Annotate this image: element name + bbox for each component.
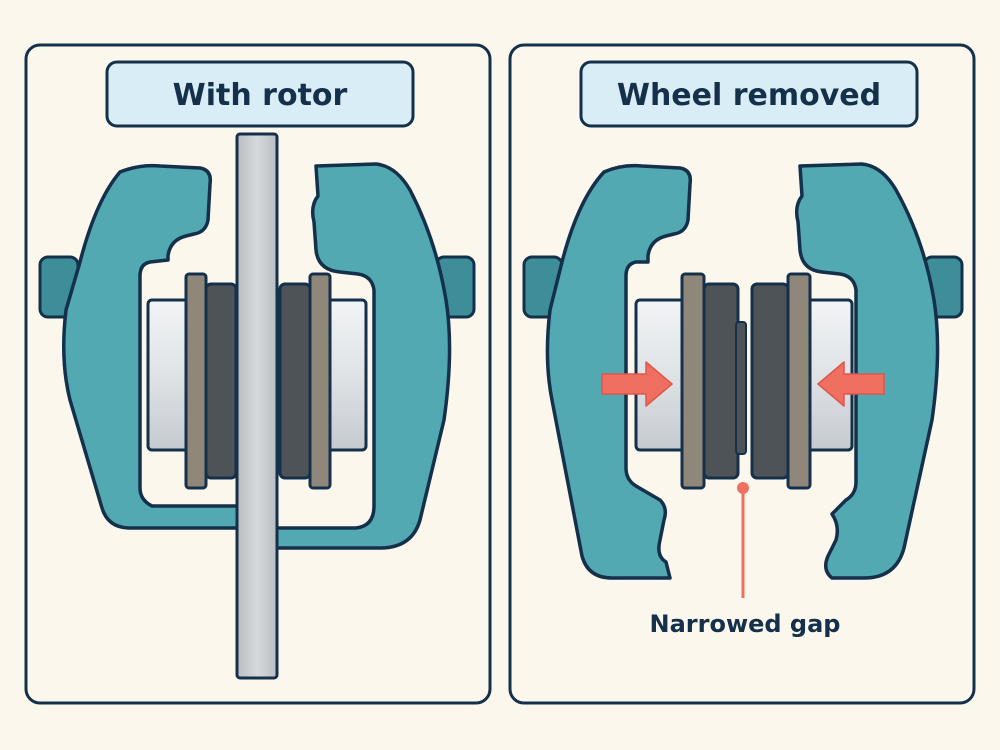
panel-title: Wheel removed <box>617 78 881 113</box>
pad-friction-inner-left <box>735 321 747 455</box>
callout-dot <box>737 482 749 494</box>
caliper-body-right <box>794 162 964 580</box>
callout-label: Narrowed gap <box>650 610 841 638</box>
caliper-body-left <box>522 163 693 580</box>
arrow-right-icon <box>601 361 673 407</box>
pad-backing-left <box>184 272 208 490</box>
pad-friction-right <box>750 282 790 480</box>
pad-backing-right <box>786 272 812 490</box>
pad-friction-left <box>204 282 238 480</box>
panel-with-rotor: With rotor <box>24 43 492 705</box>
pad-friction-right <box>278 282 312 480</box>
panel-title-box: With rotor <box>105 60 415 128</box>
pad-friction-left <box>702 282 740 480</box>
panel-title: With rotor <box>173 78 348 113</box>
gap-callout: Narrowed gap <box>650 482 841 638</box>
brake-rotor <box>235 132 279 680</box>
panel-wheel-removed: Wheel removed Narrowed gap <box>508 43 976 705</box>
panel-title-box: Wheel removed <box>579 60 919 128</box>
caliper-body-right <box>274 162 476 550</box>
arrow-left-icon <box>817 361 885 407</box>
caliper-body-left <box>38 163 242 530</box>
pad-backing-right <box>308 272 332 490</box>
pad-backing-left <box>680 272 706 490</box>
